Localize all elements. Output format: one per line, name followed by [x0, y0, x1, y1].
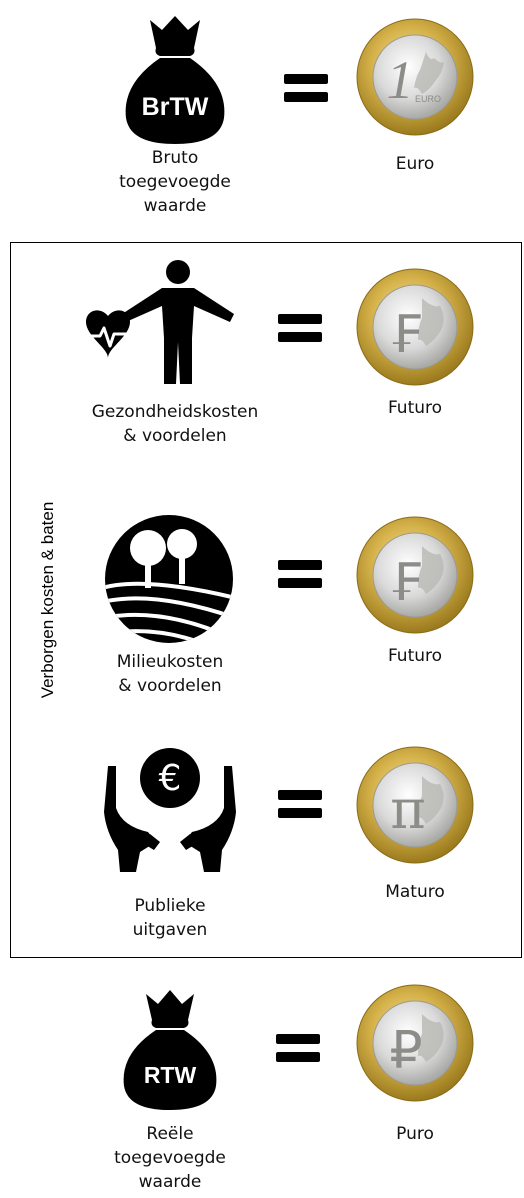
futuro-coin-icon: ₣	[356, 516, 474, 634]
money-bag-icon: RTW	[118, 988, 222, 1112]
equals-sign	[278, 790, 322, 818]
svg-text:EURO: EURO	[415, 94, 441, 104]
futuro-coin-icon: ₣	[356, 268, 474, 386]
euro-label: Euro	[395, 154, 435, 174]
futuro-label: Futuro	[387, 398, 443, 418]
bag-text: RTW	[144, 1062, 197, 1088]
equals-sign	[278, 560, 322, 588]
puro-coin-icon: ₽	[356, 984, 474, 1102]
euro-sign: €	[159, 758, 182, 799]
euro-coin-icon: 1 EURO	[356, 18, 474, 136]
equals-sign	[276, 1034, 320, 1062]
health-costs-label: Gezondheidskosten & voordelen	[91, 402, 259, 446]
hands-euro-icon: €	[100, 746, 240, 876]
svg-text:π: π	[390, 778, 426, 841]
environment-costs-label: Milieukosten & voordelen	[116, 652, 224, 696]
equals-sign	[278, 314, 322, 342]
futuro-label: Futuro	[387, 646, 443, 666]
landscape-trees-icon	[104, 514, 234, 644]
equals-sign	[284, 74, 328, 102]
money-bag-icon: BrTW	[120, 14, 230, 146]
maturo-label: Maturo	[385, 882, 445, 902]
bag-text: BrTW	[142, 93, 209, 121]
puro-label: Puro	[396, 1124, 434, 1144]
health-person-icon	[86, 260, 236, 390]
maturo-coin-icon: π	[356, 746, 474, 864]
svg-text:1: 1	[387, 50, 414, 110]
svg-text:₣: ₣	[389, 553, 422, 613]
gross-value-label: Bruto toegevoegde waarde	[119, 148, 231, 216]
public-spending-label: Publieke uitgaven	[132, 896, 208, 940]
svg-text:₣: ₣	[389, 305, 422, 365]
svg-text:₽: ₽	[389, 1021, 422, 1081]
real-value-label: Reële toegevoegde waarde	[114, 1124, 226, 1192]
hidden-costs-frame	[10, 242, 522, 958]
